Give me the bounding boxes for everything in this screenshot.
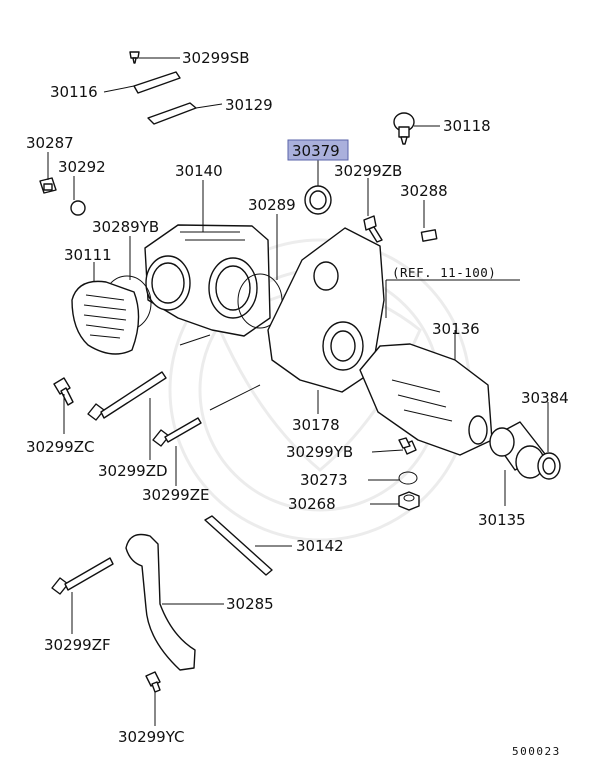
label-30273[interactable]: 30273: [300, 471, 348, 489]
label-30268[interactable]: 30268: [288, 495, 336, 513]
bolt-30299zc-drawing[interactable]: [53, 377, 74, 406]
plug-30268-drawing[interactable]: [398, 491, 420, 511]
label-30285[interactable]: 30285: [226, 595, 274, 613]
screw-30299sb-drawing[interactable]: [129, 51, 140, 64]
gasket-30273-drawing[interactable]: [398, 471, 418, 485]
bolt-30299yb-drawing[interactable]: [398, 437, 417, 455]
label-30292[interactable]: 30292: [58, 158, 106, 176]
label-30116[interactable]: 30116: [50, 83, 98, 101]
part-labels: 30299SB 30116 30129 30118 30287 30292 30…: [26, 49, 569, 758]
label-30178[interactable]: 30178: [292, 416, 340, 434]
diff-case-30136-drawing[interactable]: [359, 343, 493, 456]
label-30287[interactable]: 30287: [26, 134, 74, 152]
leader-lines: [47, 57, 549, 726]
label-30299yc[interactable]: 30299YC: [118, 728, 185, 746]
label-30135[interactable]: 30135: [478, 511, 526, 529]
label-30129[interactable]: 30129: [225, 96, 273, 114]
vent-cap-30118-drawing[interactable]: [393, 112, 415, 145]
highlight-box: [287, 139, 349, 161]
label-30118[interactable]: 30118: [443, 117, 491, 135]
gear-case-30140-drawing[interactable]: [144, 224, 271, 337]
cover-30111-drawing[interactable]: [71, 280, 140, 355]
label-30111[interactable]: 30111: [64, 246, 112, 264]
label-30299zd[interactable]: 30299ZD: [98, 462, 168, 480]
gasket-30129-drawing[interactable]: [147, 102, 197, 125]
oil-seal-30379-drawing[interactable]: [304, 185, 332, 215]
bolt-30299zf-drawing[interactable]: [51, 557, 114, 595]
bolt-30299ze-drawing[interactable]: [152, 417, 202, 447]
label-30142[interactable]: 30142: [296, 537, 344, 555]
housing-30178-drawing[interactable]: [267, 227, 385, 393]
pin-30288-drawing[interactable]: [420, 229, 438, 242]
label-30379[interactable]: 30379: [292, 142, 340, 160]
plate-30116-drawing[interactable]: [133, 71, 181, 94]
washer-30292-drawing[interactable]: [70, 200, 86, 216]
label-30299zb[interactable]: 30299ZB: [334, 162, 402, 180]
bolt-30299yc-drawing[interactable]: [145, 671, 161, 693]
label-30136[interactable]: 30136: [432, 320, 480, 338]
seal-30384-drawing[interactable]: [537, 452, 561, 480]
bolt-30299zb-drawing[interactable]: [363, 215, 383, 243]
label-30140[interactable]: 30140: [175, 162, 223, 180]
bolt-30299zd-drawing[interactable]: [87, 371, 167, 421]
drain-plug-30287-drawing[interactable]: [39, 177, 57, 194]
bracket-30285-drawing[interactable]: [125, 533, 196, 671]
label-30299ze[interactable]: 30299ZE: [142, 486, 209, 504]
label-30299zf[interactable]: 30299ZF: [44, 636, 111, 654]
diagram-code: 500023: [512, 745, 561, 758]
label-30299sb[interactable]: 30299SB: [182, 49, 250, 67]
label-30384[interactable]: 30384: [521, 389, 569, 407]
label-30288[interactable]: 30288: [400, 182, 448, 200]
reference-note[interactable]: (REF. 11-100): [392, 265, 496, 280]
label-30289yb[interactable]: 30289YB: [92, 218, 159, 236]
strip-30142-drawing[interactable]: [204, 515, 273, 576]
label-30299yb[interactable]: 30299YB: [286, 443, 353, 461]
sleeve-30135-drawing[interactable]: [489, 421, 546, 479]
label-30299zc[interactable]: 30299ZC: [26, 438, 94, 456]
label-30289[interactable]: 30289: [248, 196, 296, 214]
